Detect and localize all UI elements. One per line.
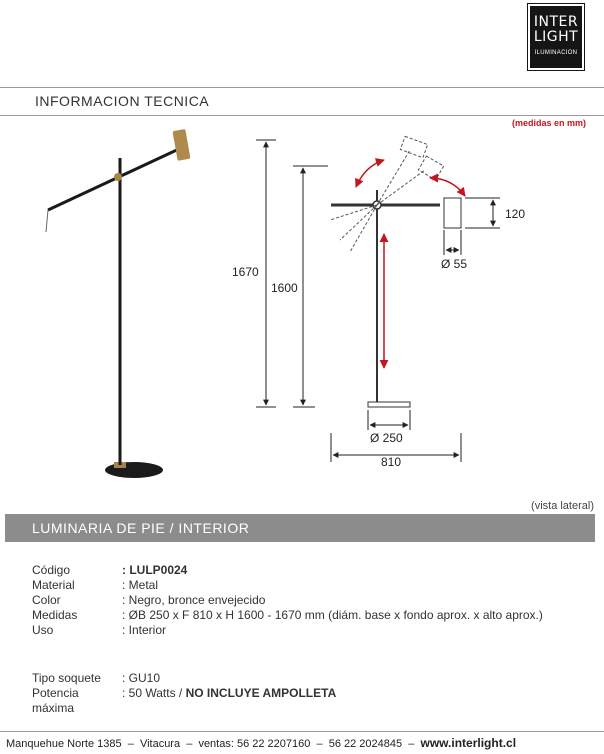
spec-row-medidas: Medidas : ØB 250 x F 810 x H 1600 - 1670…	[32, 608, 543, 623]
label-55: Ø 55	[441, 257, 467, 271]
footer-city: Vitacura	[139, 738, 181, 750]
footer-sep: –	[310, 738, 329, 750]
units-note: (medidas en mm)	[511, 118, 586, 128]
spec-row-potencia: Potencia máxima : 50 Watts / NO INCLUYE …	[32, 686, 336, 716]
footer-sep: –	[180, 738, 199, 750]
spec-label-codigo: Código	[32, 563, 71, 577]
spec-value-potencia-watts: : 50 Watts /	[122, 686, 186, 700]
spec-value-color: : Negro, bronce envejecido	[122, 593, 266, 607]
footer-divider	[0, 731, 604, 732]
spec-value-potencia-note: NO INCLUYE AMPOLLETA	[185, 686, 337, 700]
label-250: Ø 250	[370, 431, 403, 445]
spec-row-material: Material : Metal	[32, 578, 543, 593]
technical-drawing: 1670 1600 120 Ø 55 Ø 250 810	[45, 129, 525, 478]
spec-row-soquete: Tipo soquete : GU10	[32, 671, 336, 686]
footer-website-link[interactable]: www.interlight.cl	[420, 736, 517, 750]
dimension-1670	[232, 139, 276, 408]
page-title: INFORMACION TECNICA	[35, 93, 210, 109]
footer-ventas: ventas: 56 22 2207160	[198, 738, 311, 750]
dimension-55	[443, 230, 462, 255]
dimension-250	[367, 410, 411, 430]
spec-value-uso: : Interior	[122, 623, 167, 637]
top-divider	[0, 87, 604, 88]
label-810: 810	[381, 455, 401, 469]
spec-label-material: Material	[32, 578, 75, 592]
dimension-120	[465, 197, 500, 229]
view-note: (vista lateral)	[531, 500, 594, 512]
spec-label-potencia: Potencia máxima	[32, 686, 79, 715]
footer: Manquehue Norte 1385 – Vitacura – ventas…	[6, 736, 516, 750]
spec-label-uso: Uso	[32, 623, 54, 637]
spec-value-potencia: : 50 Watts / NO INCLUYE AMPOLLETA	[122, 686, 336, 716]
section-title: LUMINARIA DE PIE / INTERIOR	[32, 520, 250, 536]
spec-label-color: Color	[32, 593, 61, 607]
dimension-810	[330, 433, 462, 462]
spec-value-medidas: : ØB 250 x F 810 x H 1600 - 1670 mm (diá…	[122, 608, 543, 622]
logo-line-light: LIGHT	[533, 29, 579, 45]
label-120: 120	[505, 207, 525, 221]
brand-logo: INTER LIGHT ILUMINACION	[527, 3, 585, 71]
section-bar: LUMINARIA DE PIE / INTERIOR	[5, 514, 595, 542]
spec-row-codigo: Código : LULP0024	[32, 563, 543, 578]
label-1600: 1600	[271, 281, 298, 295]
spec-list: Código : LULP0024 Material : Metal Color…	[32, 563, 543, 638]
spec-list-electrical: Tipo soquete : GU10 Potencia máxima : 50…	[32, 671, 336, 716]
footer-phone: 56 22 2024845	[328, 738, 403, 750]
spec-row-color: Color : Negro, bronce envejecido	[32, 593, 543, 608]
title-divider	[0, 115, 604, 116]
spec-value-codigo: : LULP0024	[122, 563, 188, 577]
spec-value-soquete: : GU10	[122, 671, 161, 685]
spec-row-uso: Uso : Interior	[32, 623, 543, 638]
spec-value-material: : Metal	[122, 578, 159, 592]
label-1670: 1670	[232, 265, 259, 279]
spec-label-soquete: Tipo soquete	[32, 671, 101, 685]
logo-line-inter: INTER	[533, 14, 579, 30]
footer-address: Manquehue Norte 1385	[6, 738, 122, 750]
dimension-1600	[270, 165, 328, 408]
lamp-line-drawing	[329, 135, 466, 408]
footer-sep: –	[121, 738, 140, 750]
footer-sep: –	[402, 738, 421, 750]
logo-line-iluminacion: ILUMINACION	[534, 50, 578, 56]
lamp-photo	[45, 129, 191, 478]
spec-label-medidas: Medidas	[32, 608, 78, 622]
